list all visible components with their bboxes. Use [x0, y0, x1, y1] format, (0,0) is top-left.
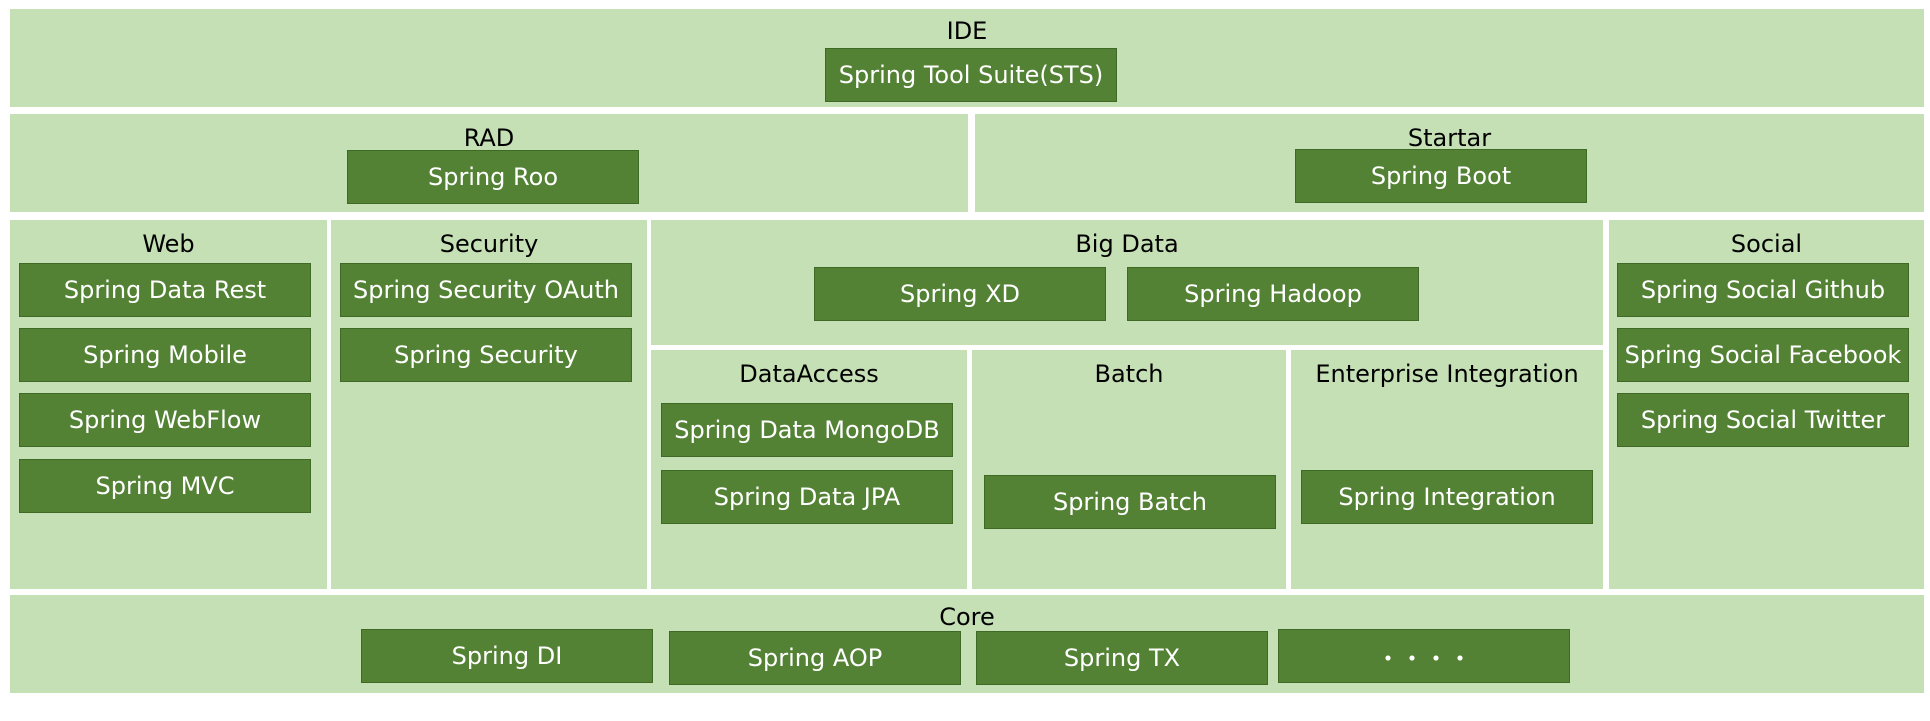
- bigdata-title: Big Data: [1075, 230, 1179, 258]
- spring-batch-box: Spring Batch: [984, 475, 1276, 529]
- core-panel: Core Spring DI Spring AOP Spring TX ・・・・: [10, 595, 1924, 693]
- spring-data-jpa-box: Spring Data JPA: [661, 470, 953, 524]
- spring-di-box: Spring DI: [361, 629, 653, 683]
- web-title: Web: [142, 230, 195, 258]
- ide-title: IDE: [946, 17, 988, 45]
- spring-roo-box: Spring Roo: [347, 150, 639, 204]
- spring-social-twitter-box: Spring Social Twitter: [1617, 393, 1909, 447]
- security-title: Security: [439, 230, 539, 258]
- spring-integration-box: Spring Integration: [1301, 470, 1593, 524]
- spring-aop-box: Spring AOP: [669, 631, 961, 685]
- spring-social-facebook-box: Spring Social Facebook: [1617, 328, 1909, 382]
- spring-data-mongodb-box: Spring Data MongoDB: [661, 403, 953, 457]
- integration-title: Enterprise Integration: [1315, 360, 1579, 388]
- spring-security-box: Spring Security: [340, 328, 632, 382]
- ellipsis-box: ・・・・: [1278, 629, 1570, 683]
- spring-tool-suite-box: Spring Tool Suite(STS): [825, 48, 1117, 102]
- startar-title: Startar: [1407, 124, 1492, 152]
- spring-boot-box: Spring Boot: [1295, 149, 1587, 203]
- core-title: Core: [939, 603, 995, 631]
- spring-hadoop-box: Spring Hadoop: [1127, 267, 1419, 321]
- spring-mvc-box: Spring MVC: [19, 459, 311, 513]
- web-panel: Web Spring Data Rest Spring Mobile Sprin…: [10, 220, 327, 589]
- social-title: Social: [1730, 230, 1803, 258]
- spring-webflow-box: Spring WebFlow: [19, 393, 311, 447]
- spring-mobile-box: Spring Mobile: [19, 328, 311, 382]
- social-panel: Social Spring Social Github Spring Socia…: [1609, 220, 1924, 589]
- spring-data-rest-box: Spring Data Rest: [19, 263, 311, 317]
- dataaccess-title: DataAccess: [739, 360, 879, 388]
- spring-security-oauth-box: Spring Security OAuth: [340, 263, 632, 317]
- security-panel: Security Spring Security OAuth Spring Se…: [331, 220, 647, 589]
- batch-title: Batch: [1094, 360, 1164, 388]
- spring-social-github-box: Spring Social Github: [1617, 263, 1909, 317]
- bigdata-panel: Big Data Spring XD Spring Hadoop: [651, 220, 1603, 345]
- spring-tx-box: Spring TX: [976, 631, 1268, 685]
- rad-title: RAD: [463, 124, 515, 152]
- ide-panel: IDE Spring Tool Suite(STS): [10, 9, 1924, 107]
- batch-panel: Batch Spring Batch: [972, 350, 1286, 589]
- integration-panel: Enterprise Integration Spring Integratio…: [1291, 350, 1603, 589]
- startar-panel: Startar Spring Boot: [975, 114, 1924, 212]
- spring-xd-box: Spring XD: [814, 267, 1106, 321]
- rad-panel: RAD Spring Roo: [10, 114, 968, 212]
- dataaccess-panel: DataAccess Spring Data MongoDB Spring Da…: [651, 350, 967, 589]
